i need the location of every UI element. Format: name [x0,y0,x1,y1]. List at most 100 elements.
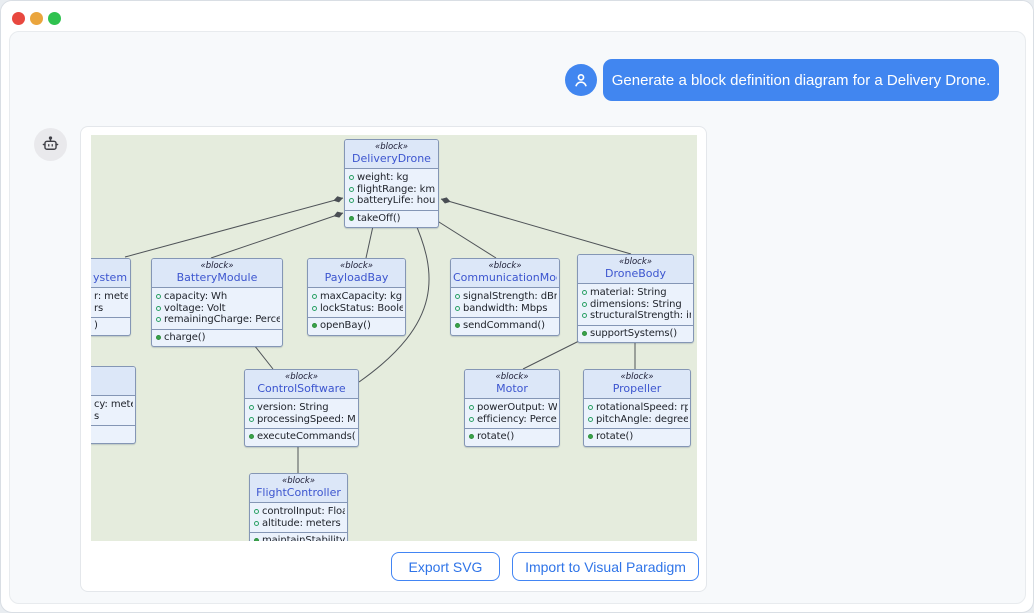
attribute-row: r: meters [93,291,128,303]
attribute-text: dimensions: String [590,298,682,310]
operation-icon [156,334,161,340]
attribute-icon [349,175,354,181]
attribute-row: altitude: meters [252,518,345,530]
operation-row: executeCommands() [247,431,356,443]
attribute-row: remainingCharge: Percent [154,314,280,326]
operation-icon [312,323,317,329]
attribute-row: material: String [580,287,691,299]
block-name: ControlSoftware [257,382,346,395]
attribute-row: structuralStrength: int [580,310,691,322]
block-name: DroneBody [605,267,666,280]
operation-icon [249,434,254,440]
attribute-row: s [93,411,133,423]
block-stereotype: «block» [339,261,374,271]
bot-avatar [34,128,67,161]
operation-text: openBay() [320,320,371,331]
attribute-text: maxCapacity: kg [320,291,402,302]
attribute-row: processingSpeed: MHz [247,414,356,426]
block-name: CommunicationModule [453,271,557,284]
operation-row: takeOff() [347,213,436,225]
import-visual-paradigm-button[interactable]: Import to Visual Paradigm [512,552,699,581]
robot-icon [42,136,59,150]
block-clipped-system[interactable]: ystem r: meters rs ) [91,258,131,336]
attribute-row: signalStrength: dBm [453,291,557,303]
attribute-icon [249,416,254,422]
operation-icon [582,330,587,336]
block-stereotype: «block» [374,142,409,152]
block-payload-bay[interactable]: «block» PayloadBay maxCapacity: kg lockS… [307,258,406,336]
attribute-row: batteryLife: hours [347,195,436,207]
close-button[interactable] [12,12,25,25]
operation-text: sendCommand() [463,320,545,331]
attribute-text: weight: kg [357,172,409,183]
operation-text: maintainStability() [262,535,345,541]
block-control-software[interactable]: «block» ControlSoftware version: String … [244,369,359,447]
attribute-text: cy: meters [94,399,133,410]
block-clipped-meters[interactable]: cy: meters s [91,366,136,444]
attribute-row: controlInput: Float [252,506,345,518]
minimize-button[interactable] [30,12,43,25]
block-battery-module[interactable]: «block» BatteryModule capacity: Wh volta… [151,258,283,347]
operation-text: rotate() [477,431,515,442]
attribute-row: flightRange: km [347,184,436,196]
block-drone-body[interactable]: «block» DroneBody material: String dimen… [577,254,694,343]
operation-text: supportSystems() [590,327,678,339]
operation-row: charge() [154,332,280,344]
attribute-row: cy: meters [93,399,133,411]
attribute-text: pitchAngle: degrees [596,413,688,425]
block-delivery-drone[interactable]: «block» DeliveryDrone weight: kg flightR… [344,139,439,228]
block-name: DeliveryDrone [352,152,431,165]
operation-text: executeCommands() [257,431,356,442]
attribute-row: powerOutput: W [467,402,557,414]
attribute-text: s [94,410,100,422]
bdd-canvas[interactable]: «block» DeliveryDrone weight: kg flightR… [91,135,697,541]
attribute-text: voltage: Volt [164,302,226,314]
block-flight-controller[interactable]: «block» FlightController controlInput: F… [249,473,348,541]
operation-icon [588,434,593,440]
attribute-row: maxCapacity: kg [310,291,403,303]
attribute-icon [312,294,317,300]
attribute-text: remainingCharge: Percent [164,314,280,325]
attribute-text: rs [94,302,104,314]
maximize-button[interactable] [48,12,61,25]
attribute-icon [156,317,161,323]
attribute-text: structuralStrength: int [590,310,691,321]
block-name: BatteryModule [176,271,258,284]
block-name: Motor [496,382,528,395]
operation-row: rotate() [586,431,688,443]
attribute-text: processingSpeed: MHz [257,413,356,425]
operation-text: ) [94,320,98,331]
attribute-text: powerOutput: W [477,402,557,413]
block-name: ystem [93,271,128,284]
operation-row: maintainStability() [252,535,345,541]
block-communication-module[interactable]: «block» CommunicationModule signalStreng… [450,258,560,336]
attribute-icon [156,305,161,311]
operation-text: takeOff() [357,212,401,224]
operation-text: rotate() [596,431,634,442]
block-name: FlightController [256,486,341,499]
block-motor[interactable]: «block» Motor powerOutput: W efficiency:… [464,369,560,447]
block-propeller[interactable]: «block» Propeller rotationalSpeed: rpm p… [583,369,691,447]
attribute-icon [469,405,474,411]
operation-icon [254,538,259,541]
block-name [93,379,133,392]
attribute-text: signalStrength: dBm [463,291,557,302]
attribute-text: altitude: meters [262,517,341,529]
attribute-icon [588,416,593,422]
user-message-bubble: Generate a block definition diagram for … [603,59,999,101]
attribute-icon [349,198,354,204]
attribute-icon [254,509,259,515]
attribute-icon [582,290,587,296]
block-stereotype: «block» [618,257,653,267]
attribute-row: rotationalSpeed: rpm [586,402,688,414]
operation-text: charge() [164,331,206,343]
operation-icon [469,434,474,440]
operation-row: rotate() [467,431,557,443]
operation-icon [455,323,460,329]
attribute-text: efficiency: Percent [477,413,557,425]
attribute-row: lockStatus: Boolean [310,303,403,315]
block-stereotype: «block» [620,372,654,382]
attribute-row: voltage: Volt [154,303,280,315]
export-svg-button[interactable]: Export SVG [391,552,500,581]
